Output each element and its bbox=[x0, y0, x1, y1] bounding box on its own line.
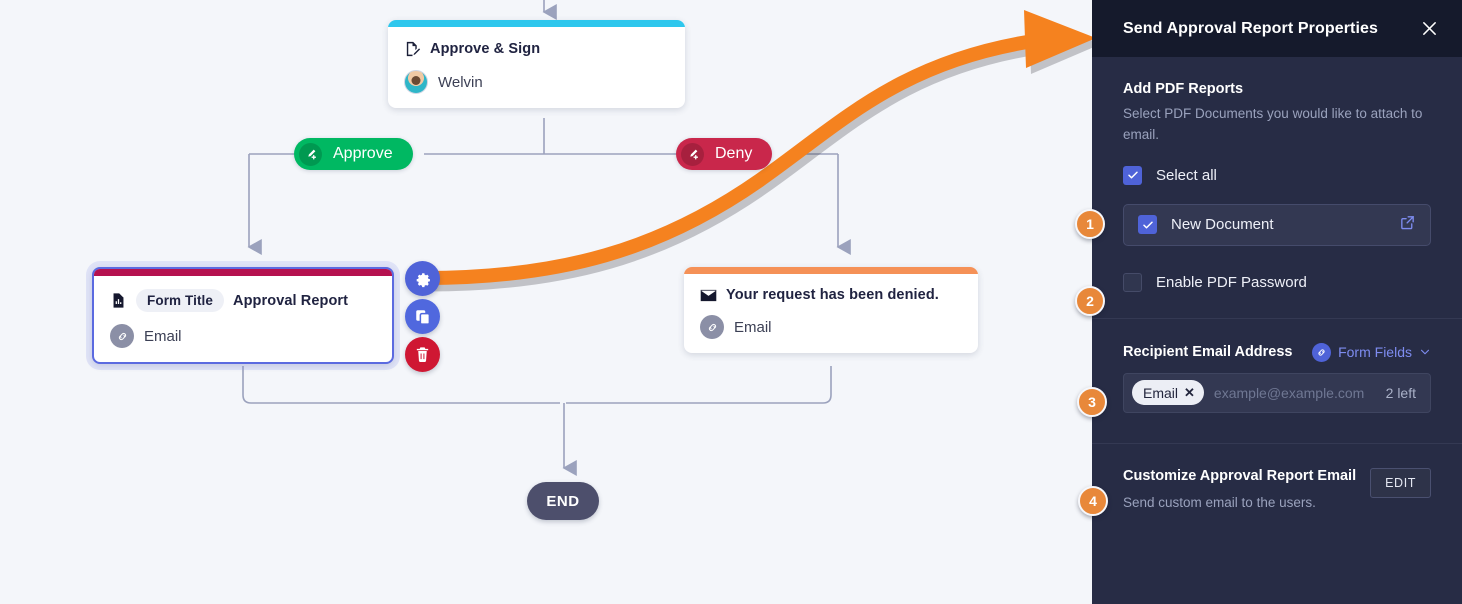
email-remaining-count: 2 left bbox=[1385, 384, 1416, 401]
node-assignee-row: Welvin bbox=[404, 70, 669, 94]
node-header: Form Title Approval Report bbox=[110, 289, 376, 312]
node-settings-button[interactable] bbox=[405, 261, 440, 296]
trash-icon bbox=[416, 347, 429, 362]
recipient-header: Recipient Email Address Form Fields bbox=[1123, 342, 1431, 362]
node-title: Approve & Sign bbox=[430, 41, 541, 57]
branch-pill-deny[interactable]: Deny bbox=[676, 138, 773, 170]
document-check-group[interactable]: New Document bbox=[1138, 215, 1274, 235]
enable-pdf-password-label: Enable PDF Password bbox=[1156, 273, 1307, 291]
node-header: Your request has been denied. bbox=[700, 287, 962, 303]
link-icon bbox=[1312, 342, 1332, 362]
link-icon bbox=[110, 324, 134, 348]
form-title-chip: Form Title bbox=[136, 289, 225, 312]
panel-header: Send Approval Report Properties bbox=[1092, 0, 1462, 57]
document-checkbox[interactable] bbox=[1138, 215, 1157, 235]
branch-pill-approve[interactable]: Approve bbox=[294, 138, 413, 170]
gear-icon bbox=[416, 272, 430, 287]
step-badge-3: 3 bbox=[1077, 387, 1107, 417]
node-channel-row: Email bbox=[700, 315, 962, 339]
recipient-heading: Recipient Email Address bbox=[1123, 344, 1293, 361]
recipient-section: Recipient Email Address Form Fields Emai bbox=[1092, 342, 1462, 413]
node-accent-bar bbox=[388, 20, 685, 27]
email-placeholder: example@example.com bbox=[1213, 384, 1365, 401]
select-all-label: Select all bbox=[1156, 166, 1217, 184]
pdf-password-section: Enable PDF Password bbox=[1092, 272, 1462, 292]
customize-heading: Customize Approval Report Email bbox=[1123, 467, 1357, 484]
node-denied-message[interactable]: Your request has been denied. Email bbox=[684, 267, 978, 353]
node-end[interactable]: END bbox=[527, 482, 599, 520]
form-fields-label: Form Fields bbox=[1338, 344, 1412, 361]
report-document-icon bbox=[113, 293, 124, 308]
node-duplicate-button[interactable] bbox=[405, 299, 440, 334]
recipient-email-input[interactable]: Email ✕ example@example.com 2 left bbox=[1123, 372, 1431, 413]
node-channel: Email bbox=[144, 327, 182, 345]
external-link-icon[interactable] bbox=[1399, 214, 1416, 236]
copy-icon bbox=[415, 309, 430, 325]
email-tag[interactable]: Email ✕ bbox=[1132, 380, 1204, 406]
edit-button[interactable]: EDIT bbox=[1370, 467, 1431, 498]
customize-email-section: Customize Approval Report Email Send cus… bbox=[1092, 467, 1462, 514]
node-title: Approval Report bbox=[233, 292, 349, 309]
branch-label: Deny bbox=[715, 145, 753, 162]
select-all-row[interactable]: Select all bbox=[1123, 165, 1431, 185]
node-channel-row: Email bbox=[110, 324, 376, 348]
chevron-down-icon bbox=[1420, 350, 1430, 355]
step-badge-4: 4 bbox=[1078, 486, 1108, 516]
step-badge-1: 1 bbox=[1075, 209, 1105, 239]
form-fields-dropdown[interactable]: Form Fields bbox=[1312, 342, 1431, 362]
node-approve-and-sign[interactable]: Approve & Sign Welvin bbox=[388, 20, 685, 108]
customize-description: Send custom email to the users. bbox=[1123, 494, 1316, 510]
link-icon bbox=[700, 315, 724, 339]
section-description: Select PDF Documents you would like to a… bbox=[1123, 106, 1423, 142]
node-header: Approve & Sign bbox=[404, 40, 669, 58]
sign-document-icon bbox=[406, 41, 421, 57]
node-title: Your request has been denied. bbox=[726, 287, 939, 303]
add-pdf-section: Add PDF Reports Select PDF Documents you… bbox=[1092, 57, 1462, 185]
divider bbox=[1092, 442, 1462, 444]
branch-label: Approve bbox=[333, 145, 393, 162]
divider bbox=[1092, 317, 1462, 319]
node-approval-report[interactable]: Form Title Approval Report Email bbox=[92, 267, 394, 364]
document-list: New Document bbox=[1092, 203, 1462, 246]
signature-add-icon bbox=[299, 142, 322, 166]
envelope-icon bbox=[700, 289, 717, 301]
node-delete-button[interactable] bbox=[405, 337, 440, 372]
workflow-canvas[interactable]: Approve & Sign Welvin Approve bbox=[0, 0, 1092, 604]
node-accent-bar bbox=[94, 269, 392, 276]
step-badge-2: 2 bbox=[1075, 286, 1105, 316]
node-accent-bar bbox=[684, 267, 978, 274]
assignee-name: Welvin bbox=[438, 73, 483, 91]
end-label: END bbox=[546, 492, 580, 510]
close-icon[interactable] bbox=[1416, 16, 1442, 42]
document-label: New Document bbox=[1171, 216, 1274, 234]
panel-title: Send Approval Report Properties bbox=[1123, 19, 1378, 37]
enable-pdf-password-row[interactable]: Enable PDF Password bbox=[1123, 272, 1431, 292]
customize-text-group: Customize Approval Report Email Send cus… bbox=[1123, 468, 1356, 514]
node-channel: Email bbox=[734, 318, 772, 336]
properties-panel: Send Approval Report Properties Add PDF … bbox=[1092, 0, 1462, 604]
email-tag-label: Email bbox=[1143, 384, 1179, 401]
enable-pdf-password-checkbox[interactable] bbox=[1123, 272, 1142, 292]
section-heading: Add PDF Reports bbox=[1123, 81, 1244, 97]
signature-add-icon bbox=[681, 142, 704, 166]
select-all-checkbox[interactable] bbox=[1123, 165, 1142, 185]
avatar bbox=[404, 70, 428, 94]
close-icon[interactable]: ✕ bbox=[1184, 385, 1195, 401]
document-row-new-document[interactable]: New Document bbox=[1123, 203, 1431, 246]
